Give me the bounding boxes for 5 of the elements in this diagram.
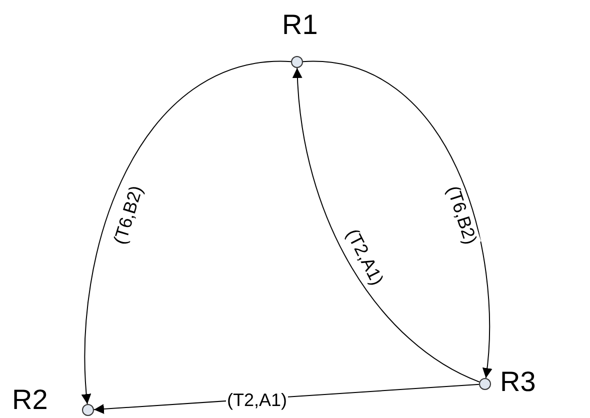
arrow <box>82 61 292 405</box>
node-label: R1 <box>282 10 318 40</box>
edge-label: (T2,A1) <box>226 390 288 410</box>
node-label: R2 <box>12 385 48 415</box>
node-label: R3 <box>500 367 536 397</box>
